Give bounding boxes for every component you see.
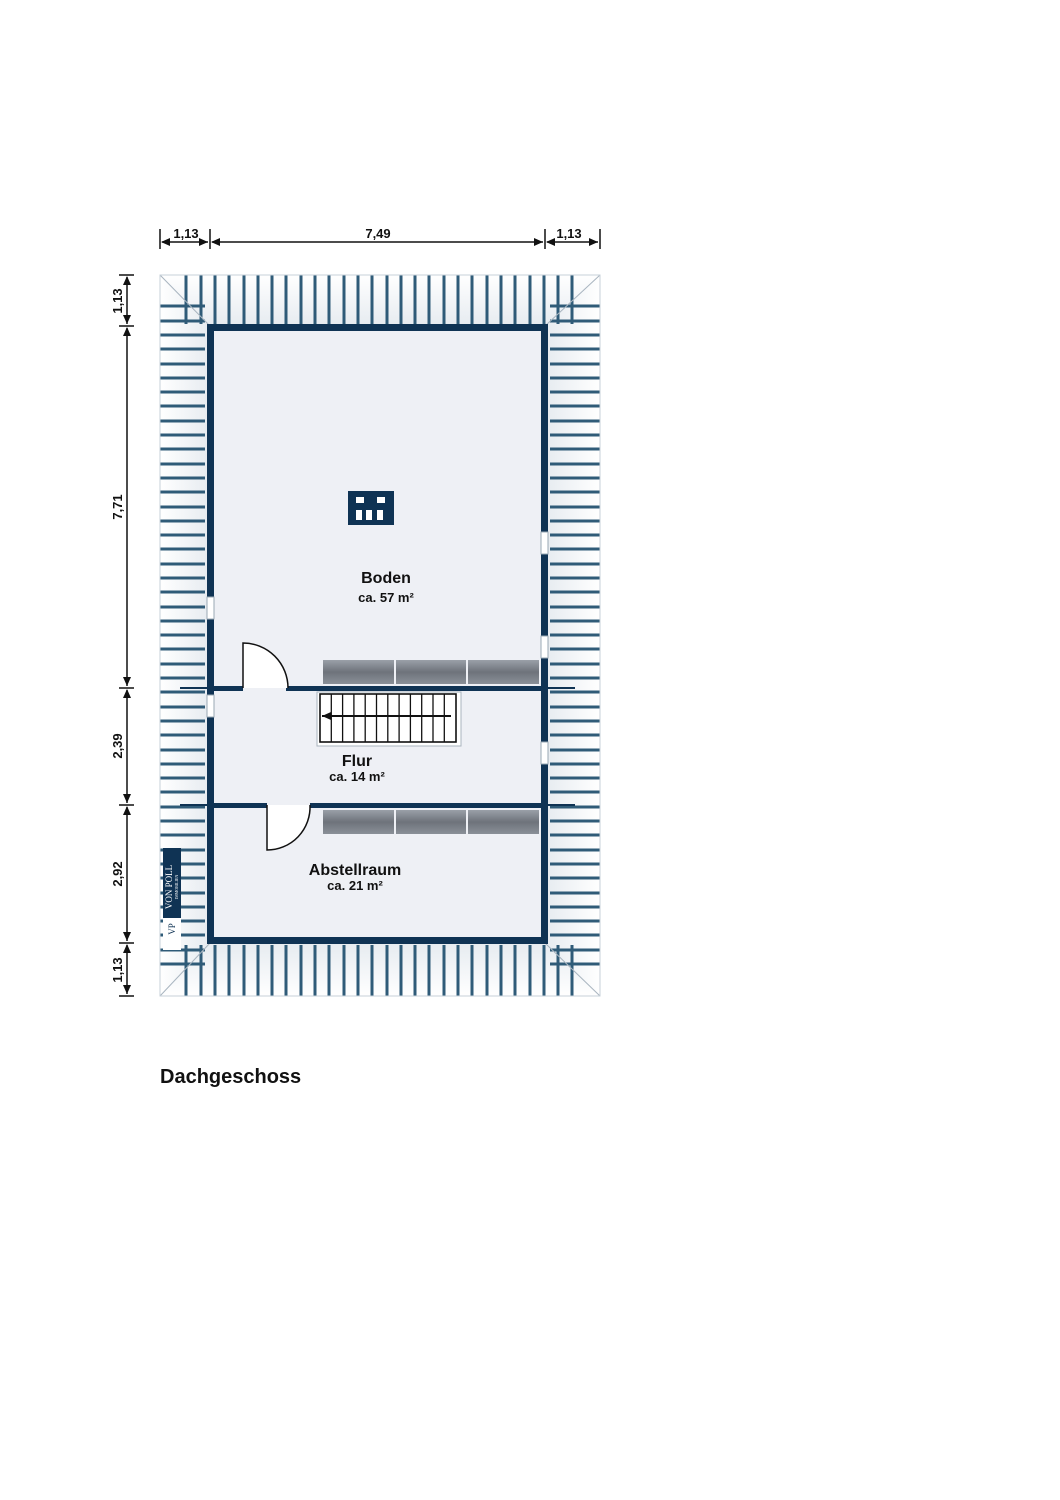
interior-floor: [214, 330, 541, 939]
dimension-left: [119, 274, 134, 997]
door-boden-flur: [242, 642, 289, 689]
dim-left-5: 1,13: [110, 957, 125, 982]
doors: [242, 642, 311, 851]
windows: [206, 531, 549, 765]
beam-lower: [323, 810, 539, 834]
staircase: [316, 691, 462, 747]
stair-steps: [330, 694, 445, 742]
roof-beams: [323, 660, 539, 834]
window-left-2: [206, 694, 215, 718]
door-flur-abstellraum: [266, 804, 311, 851]
dim-top-middle: 7,49: [365, 226, 390, 241]
window-left-1: [206, 596, 215, 620]
floor-caption: Dachgeschoss: [160, 1066, 302, 1088]
wall-left: [207, 324, 214, 944]
room-area-abstellraum: ca. 21 m²: [327, 878, 383, 893]
chimney: [348, 491, 394, 525]
roof-bottom: [160, 943, 600, 996]
dim-left-3: 2,39: [110, 733, 125, 758]
logo-monogram: VP: [167, 923, 177, 935]
dimension-top: [159, 229, 601, 249]
walls: [207, 324, 548, 944]
wall-partition-2a: [207, 803, 267, 808]
roof-overhang: [159, 274, 601, 997]
window-right-3: [540, 741, 549, 765]
room-name-boden: Boden: [361, 570, 411, 587]
room-labels: Boden ca. 57 m² Flur ca. 14 m² Abstellra…: [309, 570, 415, 893]
window-right-2: [540, 635, 549, 659]
logo-name: VON POLL: [164, 865, 174, 909]
logo-sub: IMMOBILIEN: [174, 875, 179, 900]
dim-left-2: 7,71: [110, 494, 125, 519]
wall-partition-2b: [310, 803, 548, 808]
von-poll-logo: VON POLL IMMOBILIEN VP: [163, 848, 181, 950]
room-area-flur: ca. 14 m²: [329, 769, 385, 784]
wall-partition-1a: [207, 686, 243, 691]
wall-partition-1b: [286, 686, 548, 691]
room-name-abstellraum: Abstellraum: [309, 862, 401, 879]
roof-top: [160, 275, 600, 326]
window-right-1: [540, 531, 549, 555]
dim-left-1: 1,13: [110, 288, 125, 313]
wall-top: [207, 324, 548, 331]
wall-right: [541, 324, 548, 944]
dim-left-4: 2,92: [110, 861, 125, 886]
wall-bottom: [207, 937, 548, 944]
dim-top-left: 1,13: [173, 226, 198, 241]
dim-top-right: 1,13: [556, 226, 581, 241]
room-name-flur: Flur: [342, 753, 372, 770]
room-area-boden: ca. 57 m²: [358, 590, 414, 605]
beam-upper: [323, 660, 539, 684]
